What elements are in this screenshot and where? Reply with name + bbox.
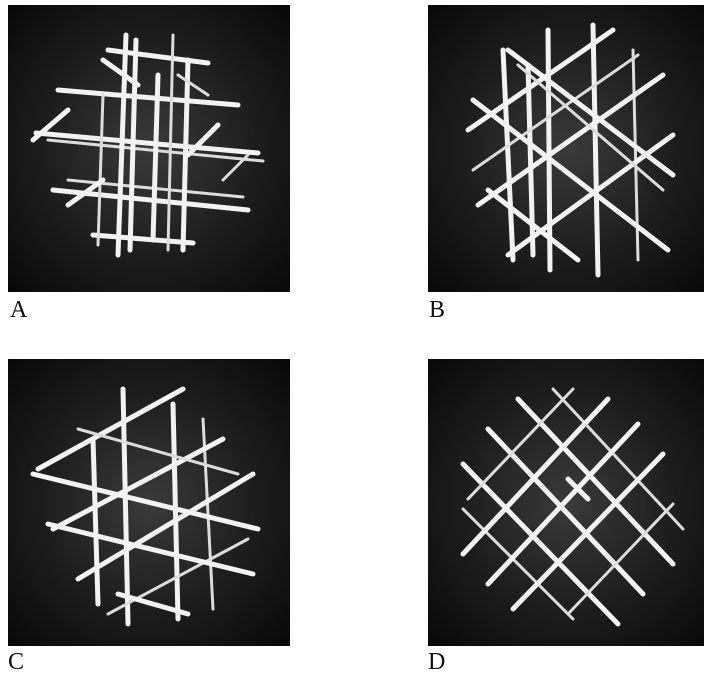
panel-d-image [428, 359, 704, 646]
panel-d-rod-lattice [428, 359, 704, 646]
panel-c-rod-lattice [8, 359, 290, 646]
panel-c-image [8, 359, 290, 646]
panel-b-rod-lattice [428, 5, 704, 292]
panel-a-label: A [10, 298, 27, 322]
panel-b-label: B [429, 298, 445, 322]
panel-a-image [8, 5, 290, 292]
panel-a-rod-lattice [8, 5, 290, 292]
panel-d-label: D [428, 650, 445, 674]
panel-b-image [428, 5, 704, 292]
panel-c-label: C [8, 650, 24, 674]
